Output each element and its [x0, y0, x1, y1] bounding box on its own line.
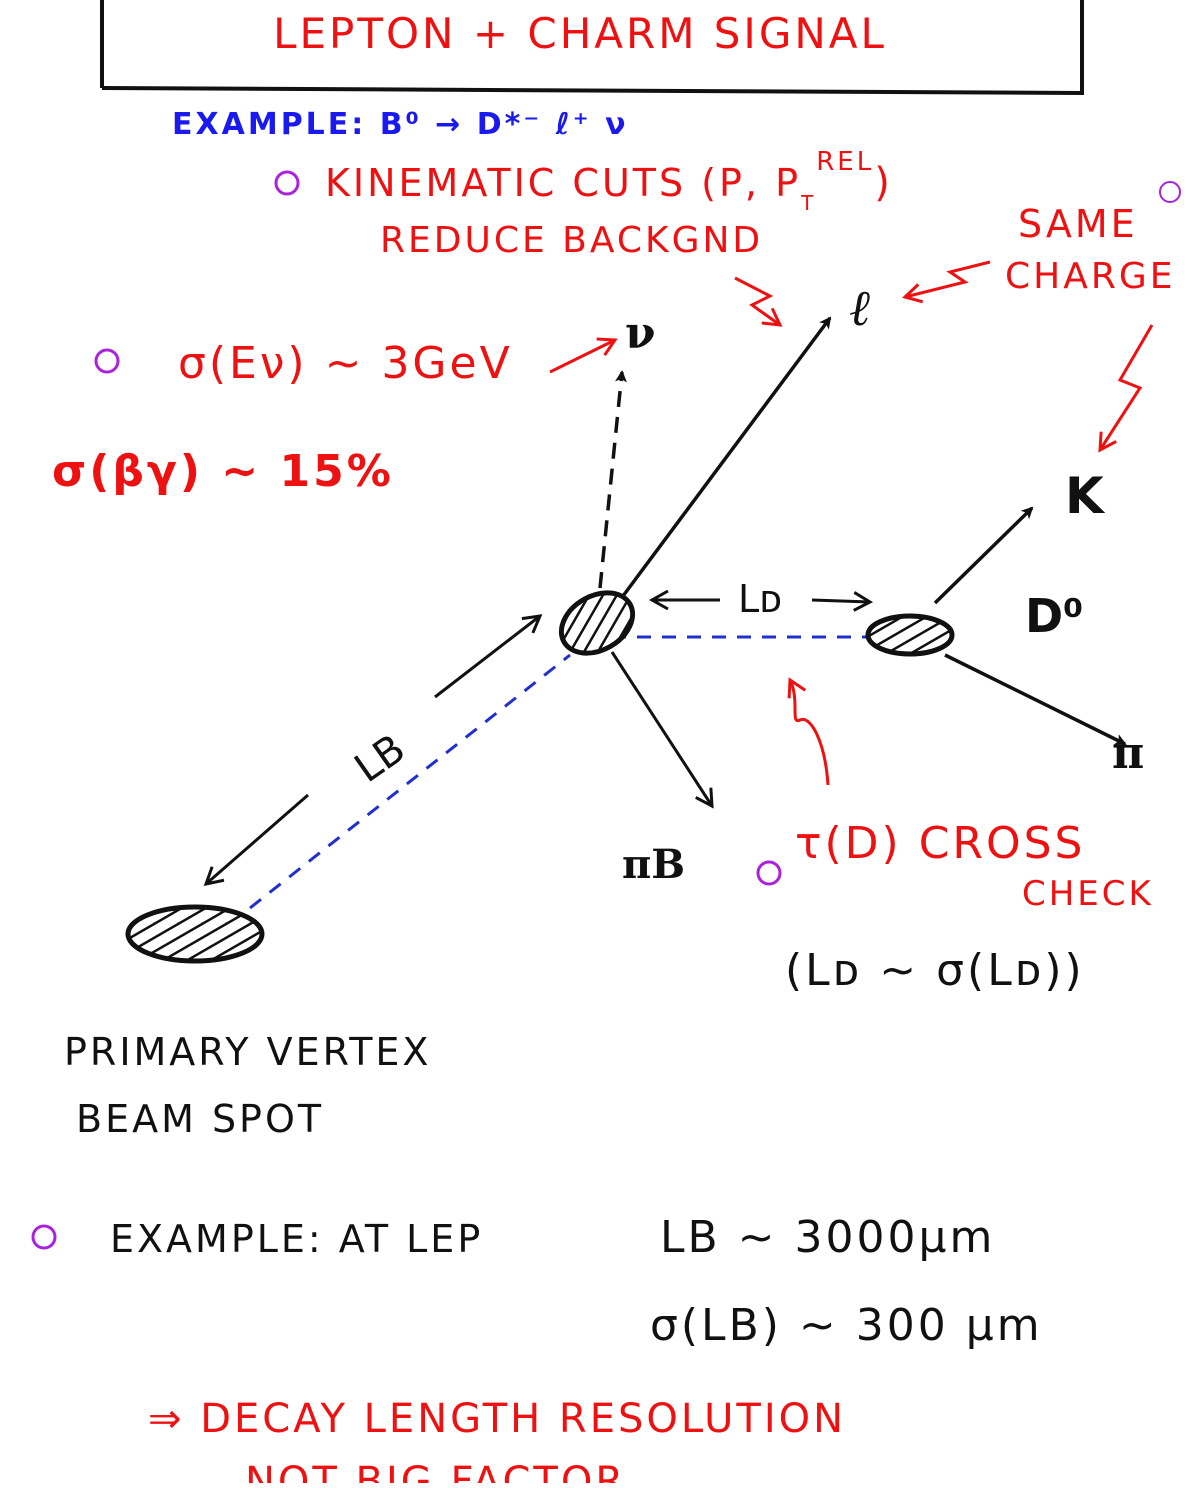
lifetime-line3: (Lᴅ ~ σ(Lᴅ)) [785, 945, 1085, 996]
marker-1 [1159, 181, 1181, 203]
pion-track [944, 653, 1127, 746]
lb-label: LB [347, 726, 414, 792]
neutrino-track [598, 370, 627, 589]
pion-b-label: πB [622, 841, 685, 888]
primary-vertex-line2: BEAM SPOT [76, 1097, 324, 1141]
b-flight-path [249, 653, 571, 910]
lep-example-note: EXAMPLE: AT LEP LB ~ 3000μm σ(LB) ~ 300 … [31, 1212, 1043, 1488]
lepton-label: ℓ [850, 278, 871, 337]
tracks [203, 316, 1127, 887]
primary-vertex [125, 904, 265, 964]
primary-vertex-note: PRIMARY VERTEX BEAM SPOT [64, 1030, 431, 1141]
example-decay: EXAMPLE: B⁰ → D*⁻ ℓ⁺ ν [172, 107, 629, 142]
page-title: LEPTON + CHARM SIGNAL [273, 9, 887, 58]
marker-2 [94, 348, 120, 374]
ld-arrow-right [811, 591, 874, 612]
boost-resolution: σ(βγ) ~ 15% [52, 446, 394, 497]
annotation-arrows [549, 260, 1154, 786]
lep-line2: σ(LB) ~ 300 μm [650, 1300, 1043, 1351]
lep-line1-right: LB ~ 3000μm [660, 1212, 995, 1263]
lifetime-line1: τ(D) CROSS [795, 818, 1085, 869]
same-charge-note: SAME CHARGE [1005, 181, 1181, 297]
same-charge-line1: SAME [1018, 202, 1138, 246]
lifetime-line2: CHECK [1022, 874, 1154, 914]
lep-line1-left: EXAMPLE: AT LEP [110, 1217, 483, 1261]
lifetime-note: τ(D) CROSS CHECK (Lᴅ ~ σ(Lᴅ)) [756, 818, 1154, 996]
arrow-energy-to-neutrino [549, 337, 618, 374]
title-box: LEPTON + CHARM SIGNAL [100, 0, 1084, 95]
flight-paths [249, 635, 872, 910]
d-meson-label: D⁰ [1025, 589, 1083, 643]
vertices [125, 590, 955, 964]
lepton-track [618, 316, 832, 602]
primary-vertex-line1: PRIMARY VERTEX [64, 1030, 431, 1074]
ld-label: Lᴅ [738, 577, 782, 621]
marker-5 [31, 1224, 57, 1250]
energy-resolution-note: σ(Eν) ~ 3GeV [94, 338, 513, 389]
kinematic-line1: KINEMATIC CUTS (P, PTREL) [325, 147, 893, 215]
neutrino-label: ν [625, 308, 656, 359]
kaon-label: K [1065, 467, 1106, 525]
b-decay-vertex [558, 590, 636, 656]
d-decay-vertex [865, 613, 955, 657]
marker-4 [756, 860, 782, 886]
arrow-lifetime-to-ld [787, 677, 830, 786]
lb-arrow-upper [434, 614, 543, 699]
arrow-charge-to-kaon [1098, 324, 1154, 453]
pion-b-track [610, 651, 714, 809]
kinematic-cuts-note: KINEMATIC CUTS (P, PTREL) REDUCE BACKGND [274, 147, 893, 261]
kaon-track [933, 506, 1034, 605]
arrow-cuts-to-lepton [734, 276, 783, 327]
lep-line4: NOT BIG FACTOR [245, 1459, 626, 1483]
lb-arrow-lower [203, 793, 309, 887]
energy-resolution: σ(Eν) ~ 3GeV [178, 338, 513, 389]
pion-label: π [1112, 728, 1144, 779]
same-charge-line2: CHARGE [1005, 256, 1176, 297]
marker-3 [274, 170, 300, 196]
lep-line3: ⇒ DECAY LENGTH RESOLUTION [148, 1396, 846, 1442]
kinematic-line2: REDUCE BACKGND [380, 220, 763, 261]
arrow-charge-to-lepton [902, 260, 991, 304]
